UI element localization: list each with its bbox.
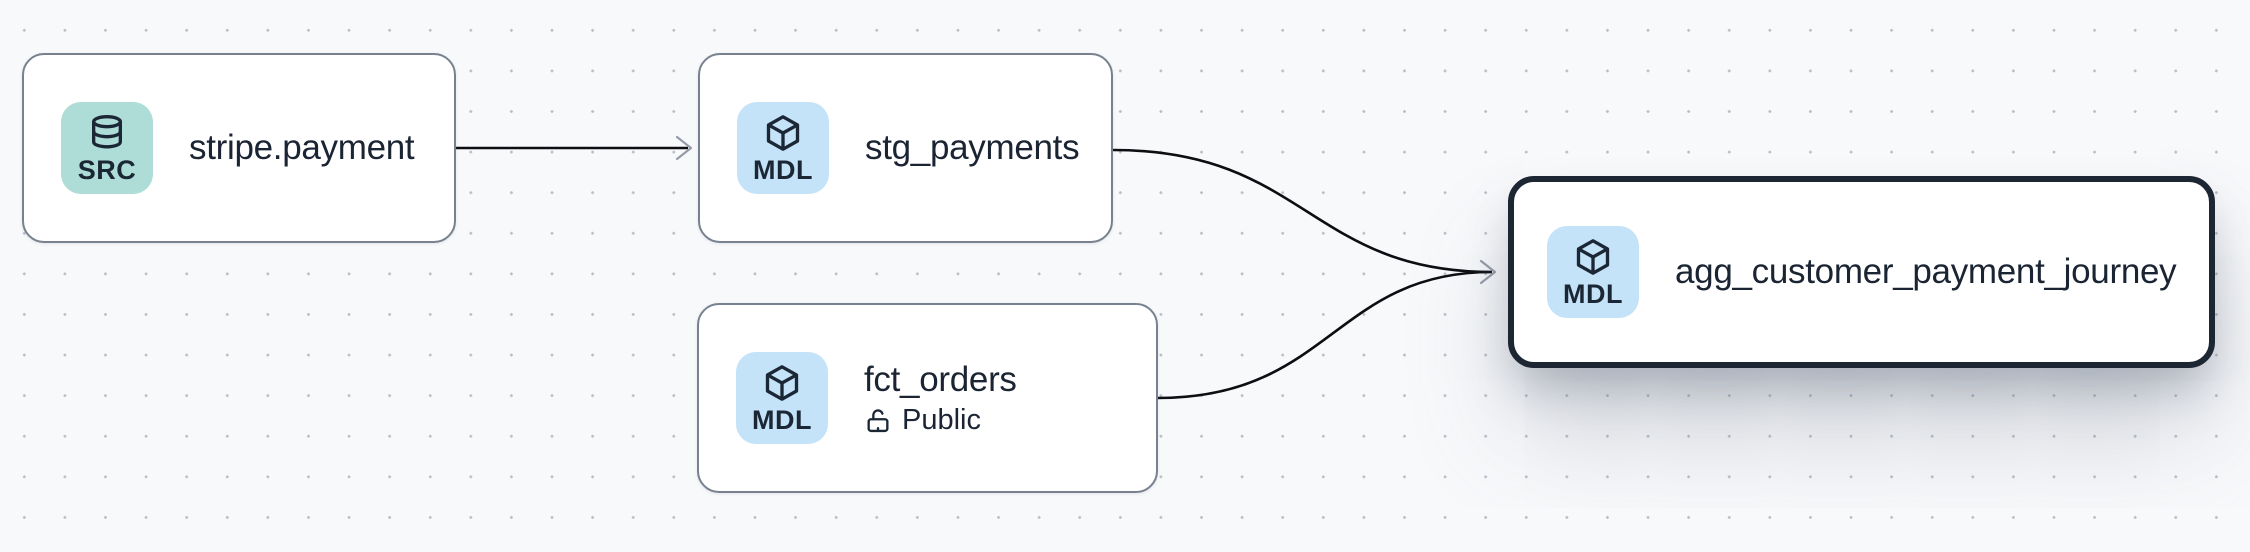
node-fct-orders[interactable]: MDL fct_orders Public: [697, 303, 1158, 493]
model-badge: MDL: [737, 102, 829, 194]
node-title: fct_orders: [864, 360, 1017, 400]
badge-label: SRC: [77, 154, 137, 185]
database-icon: [92, 114, 123, 148]
node-title: stg_payments: [865, 128, 1080, 168]
source-badge: SRC: [61, 102, 153, 194]
node-title: agg_customer_payment_journey: [1675, 252, 2177, 292]
edge-fct-to-agg: [1157, 270, 1493, 400]
node-stripe-payment[interactable]: SRC stripe.payment: [22, 53, 456, 243]
access-badge: Public: [864, 403, 1017, 437]
model-badge: MDL: [736, 352, 828, 444]
model-badge: MDL: [1547, 226, 1639, 318]
lock-open-icon: [867, 408, 889, 432]
cube-icon: [766, 114, 800, 151]
node-stg-payments[interactable]: MDL stg_payments: [698, 53, 1113, 243]
arrowhead-icon: [1479, 259, 1497, 285]
node-text: agg_customer_payment_journey: [1675, 251, 2177, 292]
cube-icon: [1576, 238, 1610, 275]
node-title: stripe.payment: [189, 128, 415, 168]
badge-label: MDL: [752, 404, 812, 435]
badge-label: MDL: [1563, 278, 1623, 309]
node-text: stripe.payment: [189, 127, 415, 168]
node-text: fct_orders Public: [864, 359, 1017, 436]
arrowhead-icon: [675, 135, 693, 161]
badge-label: MDL: [753, 154, 813, 185]
node-text: stg_payments: [865, 127, 1080, 168]
cube-icon: [765, 364, 799, 401]
access-label: Public: [902, 403, 981, 436]
edge-stg-to-agg: [1112, 148, 1493, 274]
node-agg-customer-payment-journey[interactable]: MDL agg_customer_payment_journey: [1508, 176, 2215, 368]
